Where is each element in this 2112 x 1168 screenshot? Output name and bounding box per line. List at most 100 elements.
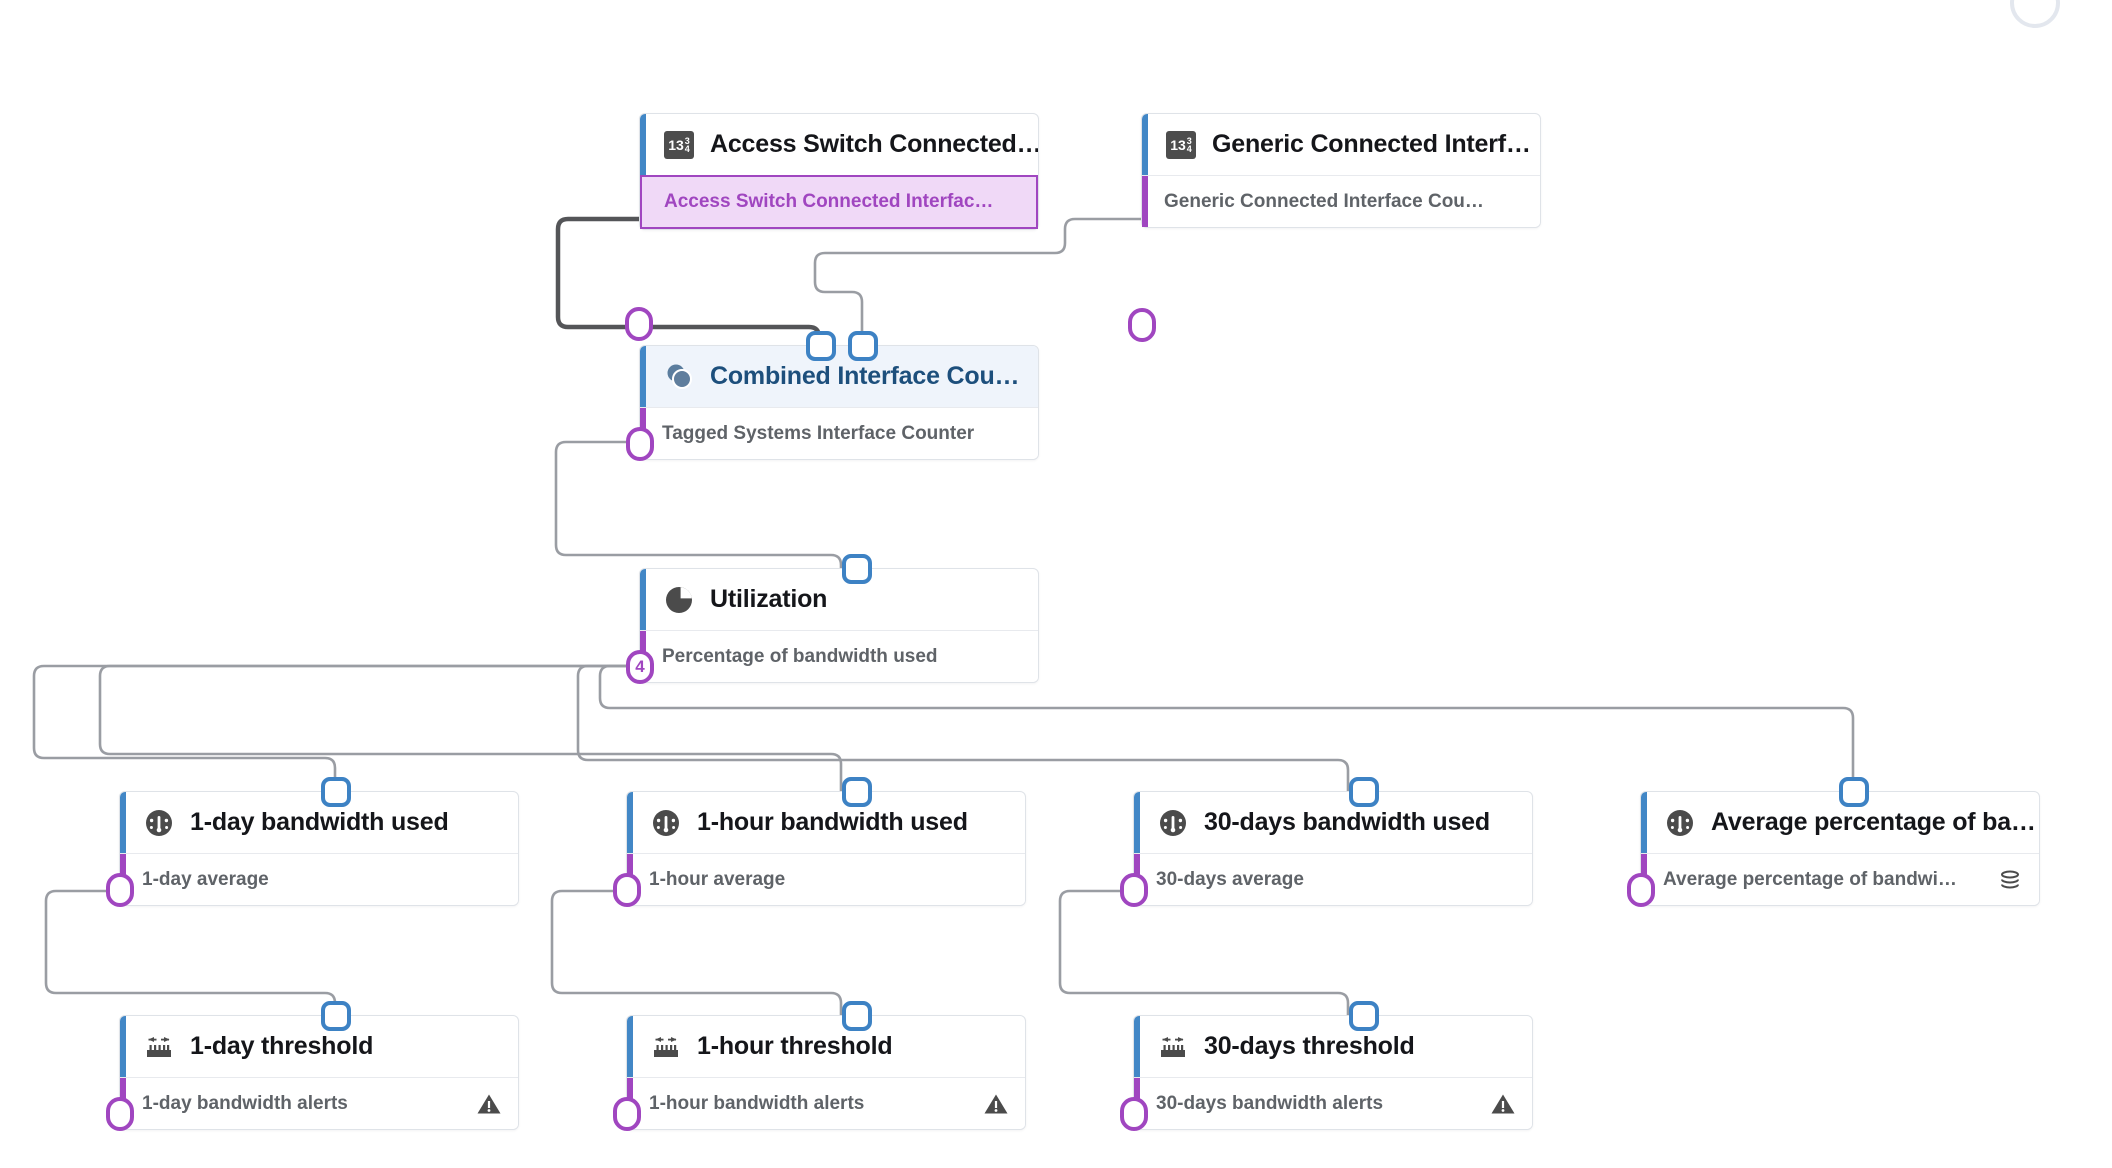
input-handle[interactable] <box>1839 777 1869 807</box>
output-handle[interactable] <box>1120 1097 1148 1131</box>
output-handle[interactable] <box>1627 873 1655 907</box>
node-header[interactable]: 1-day bandwidth used <box>120 792 518 853</box>
input-handle[interactable] <box>842 554 872 584</box>
node-title: 1-hour threshold <box>697 1032 893 1060</box>
gauge-icon <box>649 806 683 840</box>
port-row[interactable]: 30-days average <box>1134 853 1532 905</box>
port-label: 30-days bandwidth alerts <box>1156 1092 1384 1114</box>
input-handle[interactable] <box>321 1001 351 1031</box>
port-label: 1-hour bandwidth alerts <box>649 1092 865 1114</box>
output-handle[interactable] <box>613 873 641 907</box>
input-handle[interactable] <box>321 777 351 807</box>
node-title: 1-day threshold <box>190 1032 374 1060</box>
mixed-number-whole: 13 <box>668 136 684 153</box>
node-header[interactable]: 1-day threshold <box>120 1016 518 1077</box>
port-label: 30-days average <box>1156 868 1304 890</box>
output-handle-count: 4 <box>635 657 645 676</box>
node-access-switch-connected[interactable]: 13 3 4 Access Switch Connected… Access S… <box>625 113 1039 341</box>
accent-bar-blue <box>120 1016 126 1077</box>
accent-bar-purple <box>1142 176 1148 227</box>
port-row[interactable]: 1-day bandwidth alerts <box>120 1077 518 1129</box>
node-utilization[interactable]: Utilization Percentage of bandwidth used… <box>626 554 1039 684</box>
output-handle[interactable] <box>613 1097 641 1131</box>
output-handle[interactable] <box>1120 873 1148 907</box>
output-handle-with-count[interactable]: 4 <box>626 650 654 684</box>
input-handle[interactable] <box>1349 1001 1379 1031</box>
input-handle-a[interactable] <box>806 331 836 361</box>
port-row[interactable]: 30-days bandwidth alerts <box>1134 1077 1532 1129</box>
node-header[interactable]: Combined Interface Cou… <box>640 346 1038 407</box>
edge-1day-used-to-1day-threshold <box>44 889 337 1017</box>
node-title: 30-days bandwidth used <box>1204 808 1490 836</box>
node-30days-threshold[interactable]: 30-days threshold 30-days bandwidth aler… <box>1120 1001 1533 1131</box>
output-handle[interactable] <box>1128 308 1156 342</box>
node-title: 30-days threshold <box>1204 1032 1415 1060</box>
output-handle[interactable] <box>626 427 654 461</box>
accent-bar-blue <box>1134 792 1140 853</box>
node-1day-bandwidth-used[interactable]: 1-day bandwidth used 1-day average <box>106 777 519 907</box>
warning-triangle-icon <box>1490 1091 1516 1117</box>
port-row[interactable]: Access Switch Connected Interfac… <box>640 175 1038 229</box>
warning-triangle-icon <box>476 1091 502 1117</box>
node-header[interactable]: 1-hour bandwidth used <box>627 792 1025 853</box>
accent-bar-blue <box>1641 792 1647 853</box>
port-row[interactable]: 1-hour bandwidth alerts <box>627 1077 1025 1129</box>
input-handle[interactable] <box>842 777 872 807</box>
node-title: 1-day bandwidth used <box>190 808 449 836</box>
edge-combined-to-utilization <box>554 440 843 570</box>
output-handle[interactable] <box>106 873 134 907</box>
gauge-icon <box>1156 806 1190 840</box>
node-header[interactable]: 13 3 4 Access Switch Connected… <box>640 114 1038 175</box>
mixed-number-icon: 13 3 4 <box>662 128 696 162</box>
port-label: 1-hour average <box>649 868 786 890</box>
node-combined-interface-counter[interactable]: Combined Interface Cou… Tagged Systems I… <box>626 331 1039 461</box>
node-header[interactable]: 30-days threshold <box>1134 1016 1532 1077</box>
corner-circle-decoration <box>2010 0 2060 28</box>
node-average-percentage-bandwidth[interactable]: Average percentage of ba… Average percen… <box>1627 777 2040 907</box>
node-header[interactable]: Average percentage of ba… <box>1641 792 2039 853</box>
input-handle[interactable] <box>842 1001 872 1031</box>
accent-bar-blue <box>640 346 646 407</box>
node-1hour-threshold[interactable]: 1-hour threshold 1-hour bandwidth alerts <box>613 1001 1026 1131</box>
port-row[interactable]: 1-day average <box>120 853 518 905</box>
node-header[interactable]: 1-hour threshold <box>627 1016 1025 1077</box>
node-title: 1-hour bandwidth used <box>697 808 968 836</box>
accent-bar-blue <box>640 569 646 630</box>
port-row[interactable]: Tagged Systems Interface Counter <box>640 407 1038 459</box>
input-handle[interactable] <box>1349 777 1379 807</box>
node-header[interactable]: Utilization <box>640 569 1038 630</box>
output-handle[interactable] <box>625 307 653 341</box>
edge-30days-used-to-30days-threshold <box>1058 889 1350 1017</box>
port-label: 1-day average <box>142 868 269 890</box>
ruler-threshold-icon <box>1156 1030 1190 1064</box>
node-header[interactable]: 30-days bandwidth used <box>1134 792 1532 853</box>
node-1day-threshold[interactable]: 1-day threshold 1-day bandwidth alerts <box>106 1001 519 1131</box>
node-1hour-bandwidth-used[interactable]: 1-hour bandwidth used 1-hour average <box>613 777 1026 907</box>
port-label: Percentage of bandwidth used <box>662 645 938 667</box>
node-title: Generic Connected Interf… <box>1212 130 1531 158</box>
port-row[interactable]: 1-hour average <box>627 853 1025 905</box>
port-row[interactable]: Percentage of bandwidth used <box>640 630 1038 682</box>
input-handle-b[interactable] <box>848 331 878 361</box>
accent-bar-blue <box>120 792 126 853</box>
edge-1hour-used-to-1hour-threshold <box>550 889 843 1017</box>
port-row[interactable]: Average percentage of bandwi… <box>1641 853 2039 905</box>
ruler-threshold-icon <box>142 1030 176 1064</box>
edge-utilization-to-average <box>598 664 1855 793</box>
ruler-threshold-icon <box>649 1030 683 1064</box>
accent-bar-blue <box>627 1016 633 1077</box>
output-handle[interactable] <box>106 1097 134 1131</box>
node-30days-bandwidth-used[interactable]: 30-days bandwidth used 30-days average <box>1120 777 1533 907</box>
node-generic-connected[interactable]: 13 3 4 Generic Connected Interf… Generic… <box>1128 113 1541 342</box>
node-header[interactable]: 13 3 4 Generic Connected Interf… <box>1142 114 1540 175</box>
mixed-number-whole: 13 <box>1170 136 1186 153</box>
port-row[interactable]: Generic Connected Interface Cou… <box>1142 175 1540 227</box>
gauge-icon <box>1663 806 1697 840</box>
edge-generic-to-combined <box>813 217 1143 347</box>
pie-chart-icon <box>662 583 696 617</box>
edge-utilization-to-1hour <box>98 664 843 793</box>
mixed-number-icon: 13 3 4 <box>1164 128 1198 162</box>
database-stack-icon <box>1997 867 2023 893</box>
